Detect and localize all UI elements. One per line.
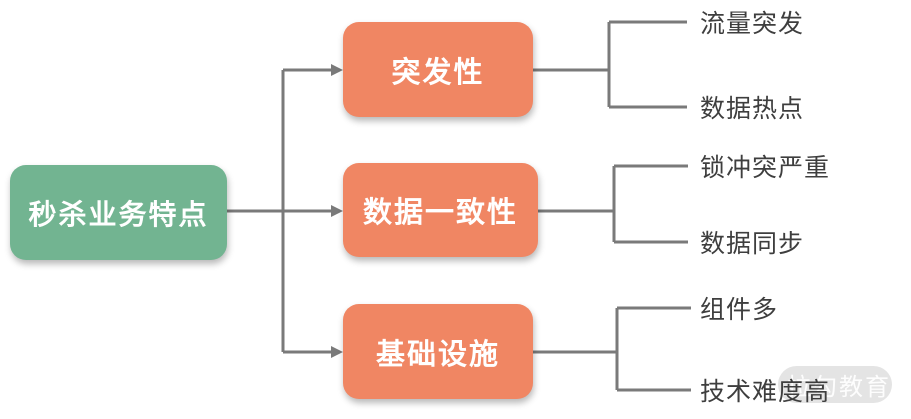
branch-node-infrastructure: 基础设施 [343, 304, 533, 399]
right-connector-path-1 [533, 20, 687, 109]
right-connector-path-2 [538, 164, 688, 244]
leaf-label-many-components: 组件多 [700, 296, 779, 324]
arrowhead-icon [331, 346, 343, 358]
branch-node-burstiness: 突发性 [343, 22, 533, 117]
leaf-label-lock-conflict: 锁冲突严重 [700, 154, 831, 182]
arrowhead-icons [331, 64, 343, 358]
leaf-label-high-difficulty: 技术难度高 [700, 378, 831, 406]
right-connector-path-3 [533, 306, 691, 392]
leaf-label-traffic-burst: 流量突发 [700, 10, 805, 38]
leaf-label-data-hotspot: 数据热点 [700, 95, 805, 123]
arrowhead-icon [331, 205, 343, 217]
root-node-label: 秒杀业务特点 [28, 198, 209, 230]
branch-node-data-consistency: 数据一致性 [343, 163, 538, 257]
branch-node-label: 基础设施 [375, 338, 500, 371]
arrowhead-icon [331, 64, 343, 76]
left-connector-path [227, 68, 331, 354]
watermark-text: 拉勾教育 [787, 374, 891, 401]
root-node: 秒杀业务特点 [10, 165, 227, 260]
branch-node-label: 突发性 [391, 56, 485, 89]
watermark-badge: 拉勾教育 [778, 366, 892, 403]
leaf-label-data-sync: 数据同步 [700, 230, 805, 258]
branch-node-label: 数据一致性 [362, 197, 518, 229]
